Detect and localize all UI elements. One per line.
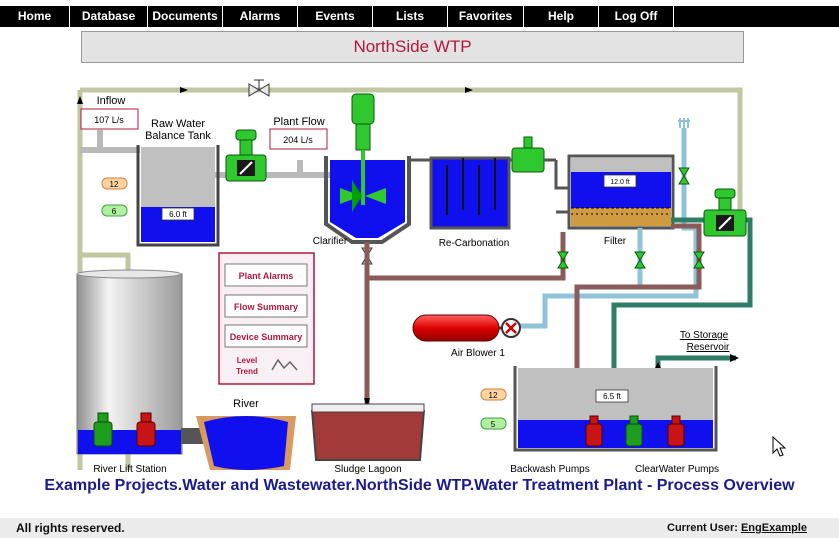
page-heading: Example Projects.Water and Wastewater.No… [44, 477, 795, 494]
raw-tank-level: 6.0 ft [169, 210, 188, 219]
inflow-label: Inflow [97, 95, 126, 107]
nav-home[interactable]: Home [0, 6, 70, 27]
raw-tank-level-box [161, 207, 195, 221]
check-valve-icon[interactable] [557, 251, 569, 269]
flow-arrow-icon [364, 398, 370, 408]
top-nav-bar: Home Database Documents Alarms Events Li… [0, 6, 839, 27]
copyright-text: All rights reserved. [16, 521, 125, 535]
nav-help[interactable]: Help [524, 6, 599, 27]
level-trend-label: Trend [236, 367, 258, 376]
setpoint-low-value: 5 [491, 420, 496, 429]
nav-database[interactable]: Database [70, 6, 148, 27]
device-summary-button[interactable]: Device Summary [224, 324, 308, 348]
setpoint-low-value: 6 [112, 207, 117, 216]
flow-arrow-icon [465, 87, 473, 93]
check-valve-icon[interactable] [678, 167, 690, 185]
flow-summary-button[interactable]: Flow Summary [224, 294, 308, 318]
clearwater-pumps-label: ClearWater Pumps [635, 464, 719, 475]
setpoint-high [480, 388, 507, 401]
check-valve-icon[interactable] [634, 251, 646, 269]
nav-alarms[interactable]: Alarms [223, 6, 298, 27]
air-blower[interactable] [412, 314, 521, 342]
plant-alarms-label: Plant Alarms [239, 271, 294, 281]
footer: All rights reserved. Current User: EngEx… [0, 518, 839, 538]
nav-documents[interactable]: Documents [148, 6, 223, 27]
sludge-label: Sludge Lagoon [334, 464, 401, 475]
butterfly-valve-icon[interactable] [248, 79, 270, 97]
current-user-label: Current User: [667, 522, 738, 534]
setpoint-high-value: 12 [110, 180, 119, 189]
river-lift-pump-1[interactable] [93, 412, 113, 447]
flow-summary-label: Flow Summary [234, 302, 298, 312]
sludge-pipe [364, 223, 702, 446]
nav-favorites[interactable]: Favorites [448, 6, 524, 27]
river-lift-pump-2[interactable] [136, 412, 156, 447]
nav-lists[interactable]: Lists [373, 6, 448, 27]
filter-outlet-valve[interactable] [703, 188, 747, 237]
clearwater-pump-1[interactable] [625, 415, 643, 447]
plant-flow-label: Plant Flow [273, 116, 324, 128]
plant-flow-value: 204 L/s [283, 135, 313, 145]
check-valve-icon[interactable] [693, 251, 705, 269]
process-diagram: Inflow 107 L/s Raw Water Balance Tank 6.… [76, 79, 753, 475]
river-label: River [233, 398, 259, 410]
to-storage-link[interactable]: To Storage [680, 330, 729, 341]
setpoint-high-value: 12 [489, 391, 498, 400]
setpoint-low [101, 204, 128, 217]
clearwell-level-box [595, 389, 629, 403]
to-storage-link[interactable]: Reservoir [687, 342, 730, 353]
recarbonation-tank[interactable] [409, 156, 511, 230]
setpoint-low [480, 417, 507, 430]
filter-tank[interactable] [554, 154, 675, 230]
backwash-pumps-label: Backwash Pumps [510, 464, 589, 475]
sludge-lagoon [311, 403, 425, 461]
backwash-pump[interactable] [585, 415, 603, 447]
clearwell-tank[interactable] [513, 366, 718, 452]
plant-flow-value-box [269, 128, 328, 150]
flow-arrow-icon [180, 87, 188, 93]
raw-tank-label: Balance Tank [145, 130, 211, 142]
nav-events[interactable]: Events [298, 6, 373, 27]
filter-label: Filter [604, 236, 627, 247]
nav-log-off[interactable]: Log Off [599, 6, 674, 27]
inflow-value: 107 L/s [94, 115, 124, 125]
filter-level-box [603, 174, 637, 188]
device-summary-label: Device Summary [230, 332, 303, 342]
inflow-value-box [80, 108, 139, 130]
page-title: NorthSide WTP [81, 31, 744, 63]
raw-water-tank[interactable] [136, 145, 220, 247]
air-vent-icon [678, 118, 690, 128]
clarifier-tank[interactable] [324, 93, 411, 244]
recarb-valve[interactable] [509, 136, 556, 173]
level-trend-label: Level [237, 356, 257, 365]
raw-tank-label: Raw Water [151, 118, 205, 130]
flow-arrow-icon [77, 96, 83, 104]
level-trend-button[interactable]: Level Trend [236, 356, 298, 376]
clarifier-label: Clarifier [313, 236, 348, 247]
river-lift-label: River Lift Station [93, 464, 166, 475]
river-lift-station[interactable] [76, 269, 183, 455]
recarbonation-label: Re-Carbonation [439, 238, 510, 249]
air-blower-label: Air Blower 1 [451, 348, 505, 359]
flow-arrow-icon [730, 354, 739, 362]
current-user: Current User: EngExample [667, 522, 807, 534]
plant-flow-valve[interactable] [225, 129, 267, 182]
clearwell-level: 6.5 ft [603, 392, 622, 401]
setpoint-high [101, 177, 128, 190]
mouse-cursor-icon [772, 436, 786, 457]
plant-alarms-button[interactable]: Plant Alarms [224, 263, 308, 287]
current-user-link[interactable]: EngExample [740, 522, 807, 534]
trend-icon [271, 358, 298, 371]
river [196, 416, 296, 470]
clearwater-pump-2[interactable] [667, 415, 685, 447]
filter-level: 12.0 ft [610, 179, 630, 186]
